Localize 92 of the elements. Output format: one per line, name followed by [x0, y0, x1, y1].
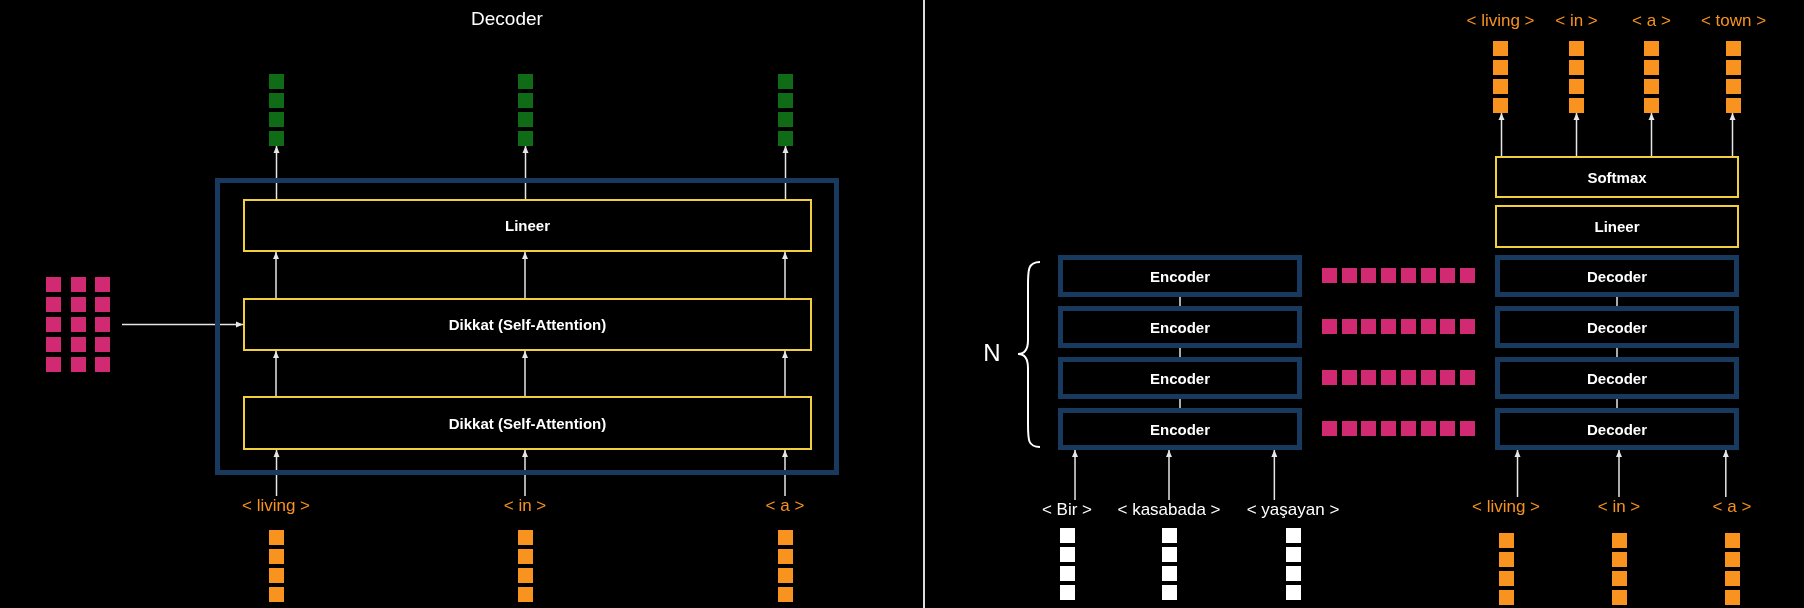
arrow — [273, 251, 279, 299]
token-label: < a > — [1632, 11, 1671, 31]
token-vector — [778, 530, 793, 602]
token-vector — [518, 530, 533, 602]
layer-box — [243, 298, 812, 351]
arrow — [1271, 449, 1278, 501]
arrow — [782, 145, 789, 200]
token-vector — [269, 74, 284, 146]
layer-label: Decoder — [1587, 369, 1647, 387]
layer-box — [1495, 408, 1739, 450]
arrow — [273, 350, 279, 397]
layer-label: Decoder — [1587, 267, 1647, 285]
arrow — [522, 350, 528, 397]
arrow — [782, 251, 788, 299]
connector-line — [1179, 296, 1181, 307]
layer-box — [1495, 306, 1739, 348]
layer-label: Encoder — [1150, 369, 1210, 387]
connector-line — [1616, 398, 1618, 409]
decoder-block — [215, 178, 839, 475]
token-label: < yaşayan > — [1246, 500, 1340, 520]
layer-box — [1058, 408, 1302, 450]
arrow — [1166, 449, 1172, 501]
layer-box — [243, 199, 812, 252]
token-label: < living > — [242, 496, 310, 516]
layer-label: Dikkat (Self-Attention) — [448, 414, 607, 432]
layer-box — [1495, 255, 1739, 297]
vector-row — [1322, 319, 1475, 334]
token-vector — [1725, 533, 1740, 605]
connector-line — [1616, 296, 1618, 307]
arrow — [121, 321, 244, 328]
token-vector — [1286, 528, 1301, 600]
token-vector — [269, 530, 284, 602]
panel-title: Decoder — [471, 7, 543, 31]
token-vector — [518, 74, 533, 146]
token-label: < living > — [1472, 497, 1540, 517]
token-label: < a > — [765, 496, 805, 516]
arrow — [1616, 449, 1622, 498]
connector-line — [1616, 347, 1618, 358]
layer-box — [1495, 357, 1739, 399]
token-label: < a > — [1712, 497, 1752, 517]
arrow — [522, 449, 528, 497]
token-label: < living > — [1466, 11, 1535, 31]
vector-row — [1322, 421, 1475, 436]
stack-count-label: N — [983, 340, 1001, 366]
arrow — [1498, 112, 1505, 157]
arrow — [273, 145, 280, 200]
layer-box — [1495, 205, 1739, 248]
arrow — [273, 449, 280, 497]
token-vector — [1162, 528, 1177, 600]
layer-label: Decoder — [1587, 318, 1647, 336]
arrow — [782, 350, 788, 397]
arrow — [1072, 449, 1078, 501]
token-vector — [1612, 533, 1627, 605]
token-label: < in > — [1555, 11, 1598, 31]
layer-label: Dikkat (Self-Attention) — [448, 316, 607, 333]
token-vector — [1726, 41, 1741, 113]
connector-line — [1179, 347, 1181, 358]
token-vector — [1493, 41, 1508, 113]
connector-line — [1179, 398, 1181, 409]
arrow — [1514, 449, 1521, 498]
token-vector — [1499, 533, 1514, 605]
layer-label: Lineer — [505, 217, 550, 234]
layer-box — [1058, 255, 1302, 297]
layer-box — [1058, 306, 1302, 348]
vector-grid — [46, 277, 110, 372]
token-vector — [1644, 41, 1659, 113]
layer-label: Decoder — [1587, 420, 1647, 438]
layer-label: Lineer — [1594, 218, 1640, 235]
arrow — [782, 449, 788, 497]
token-label: < Bir > — [1041, 500, 1093, 520]
token-label: < town > — [1700, 11, 1767, 31]
arrow — [1648, 112, 1655, 157]
arrow — [1729, 112, 1736, 157]
layer-box — [1495, 156, 1739, 198]
layer-label: Encoder — [1150, 318, 1210, 336]
layer-label: Encoder — [1150, 267, 1210, 285]
vector-row — [1322, 268, 1475, 283]
token-vector — [778, 74, 793, 146]
layer-label: Encoder — [1150, 420, 1210, 438]
arrow — [1722, 449, 1729, 498]
layer-label: Softmax — [1587, 168, 1647, 186]
token-label: < in > — [503, 496, 547, 516]
token-vector — [1060, 528, 1075, 600]
arrow — [522, 145, 529, 200]
arrow — [522, 251, 528, 299]
token-vector — [1569, 41, 1584, 113]
vector-row — [1322, 370, 1475, 385]
token-label: < kasabada > — [1117, 500, 1221, 520]
token-label: < in > — [1597, 497, 1641, 517]
layer-box — [243, 396, 812, 450]
arrow — [1573, 112, 1580, 157]
layer-box — [1058, 357, 1302, 399]
